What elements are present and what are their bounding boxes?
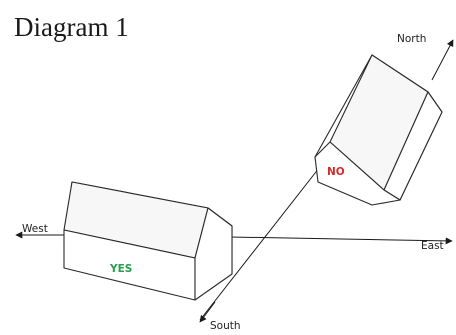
diagram-title: Diagram 1 <box>14 12 129 42</box>
north-south-axis-lower <box>199 153 331 321</box>
west-label: West <box>22 223 48 235</box>
house-yes-gable <box>194 207 233 301</box>
house-yes: YES <box>63 181 233 301</box>
north-label: North <box>397 33 426 45</box>
house-yes-label: YES <box>109 263 132 275</box>
south-arrow <box>199 301 216 323</box>
north-arrow <box>431 39 454 81</box>
house-no-label: NO <box>327 166 345 178</box>
house-no-gable <box>314 141 401 206</box>
east-label: East <box>421 240 444 252</box>
house-no: NO <box>314 54 443 206</box>
east-arrow <box>229 236 453 245</box>
south-label: South <box>210 320 241 332</box>
